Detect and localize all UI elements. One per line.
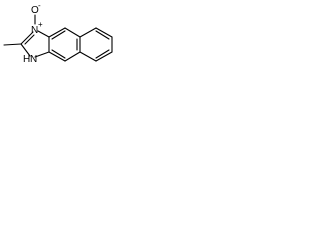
n-oxide-charge-label: +	[38, 20, 43, 29]
bond-c5-c6-double	[95, 30, 110, 40]
methyl-bond	[3, 43, 22, 46]
bond-c2-n3-double	[24, 34, 35, 45]
bond-n1-c9a	[34, 51, 50, 58]
oxide-charge-label: -	[38, 1, 41, 10]
bond-c9-c9a-double	[51, 49, 66, 59]
bond-c3a-c4-double	[51, 30, 66, 40]
nh-hydrogen-label: H	[23, 54, 30, 65]
bond-c8a-c9	[64, 51, 81, 62]
bond-c3a-c4	[48, 27, 66, 38]
bond-c5-c6	[95, 27, 113, 38]
bond-c2-n3	[20, 31, 34, 45]
bond-c4a-c5	[79, 27, 97, 38]
nh-nitrogen-label: N	[30, 54, 37, 65]
bond-c8-c8a	[79, 51, 97, 62]
bond-n3-c3a	[37, 30, 50, 38]
bond-c4-c4a	[64, 27, 81, 38]
bond-c2-n1	[20, 43, 31, 57]
bond-c7-c8	[95, 51, 113, 62]
chemical-structure: O - N + H N	[3, 1, 113, 65]
bond-c9-c9a	[48, 51, 66, 62]
n-oxide-label: N	[31, 25, 38, 36]
oxide-oxygen-label: O	[31, 5, 39, 16]
bond-c7-c8-double	[95, 49, 110, 59]
